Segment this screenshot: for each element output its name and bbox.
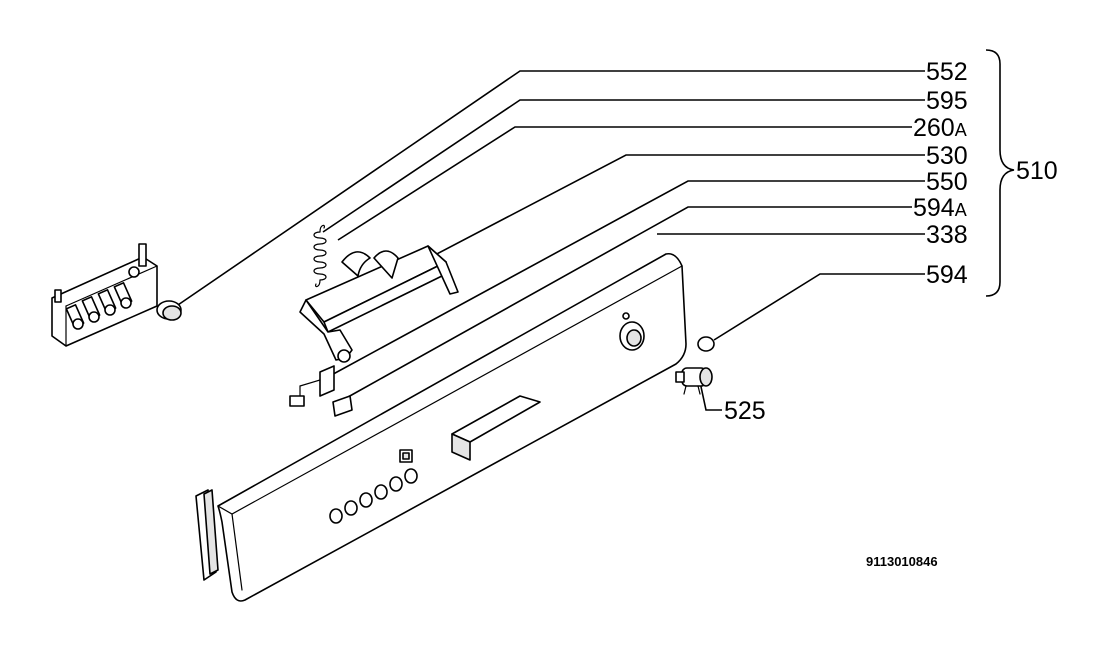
panel-main-knob-hole [619,312,645,351]
group-brace [985,49,1015,297]
callout-label: 550 [926,168,968,196]
panel-indicator [399,449,413,463]
panel-buttons [329,468,418,524]
switch-525 [675,367,713,395]
door-handle-530 [299,245,459,363]
leader-550 [325,180,925,379]
block-594a [332,395,353,417]
spring-595 [313,224,327,288]
callout-label: 594A [913,194,967,222]
leader-595 [322,99,925,233]
callout-label: 594 [926,261,968,289]
callout-label-525: 525 [724,397,766,425]
control-board [51,243,158,347]
control-panel-338 [217,252,687,602]
leader-552 [174,70,925,308]
callout-label: 338 [926,221,968,249]
callout-labels: 552 595 260A 530 550 594A 338 594 510 52… [724,58,1058,569]
drawing-number: 9113010846 [866,554,938,569]
board-rotary-switches [65,266,140,330]
end-cap [195,489,219,581]
group-label-510: 510 [1016,157,1058,185]
leader-594a [347,206,912,398]
panel-display-window [451,395,541,461]
knob-552 [156,300,182,321]
callout-label: 552 [926,58,968,86]
leader-lines [174,70,925,411]
leader-260a [337,126,912,241]
leader-530 [409,154,925,269]
callout-label: 260A [913,114,967,142]
knob-594 [697,336,715,352]
leader-525 [699,381,722,411]
callout-label: 595 [926,87,968,115]
leader-594 [713,273,925,341]
microswitch-550 [289,365,335,407]
callout-label: 530 [926,142,968,170]
